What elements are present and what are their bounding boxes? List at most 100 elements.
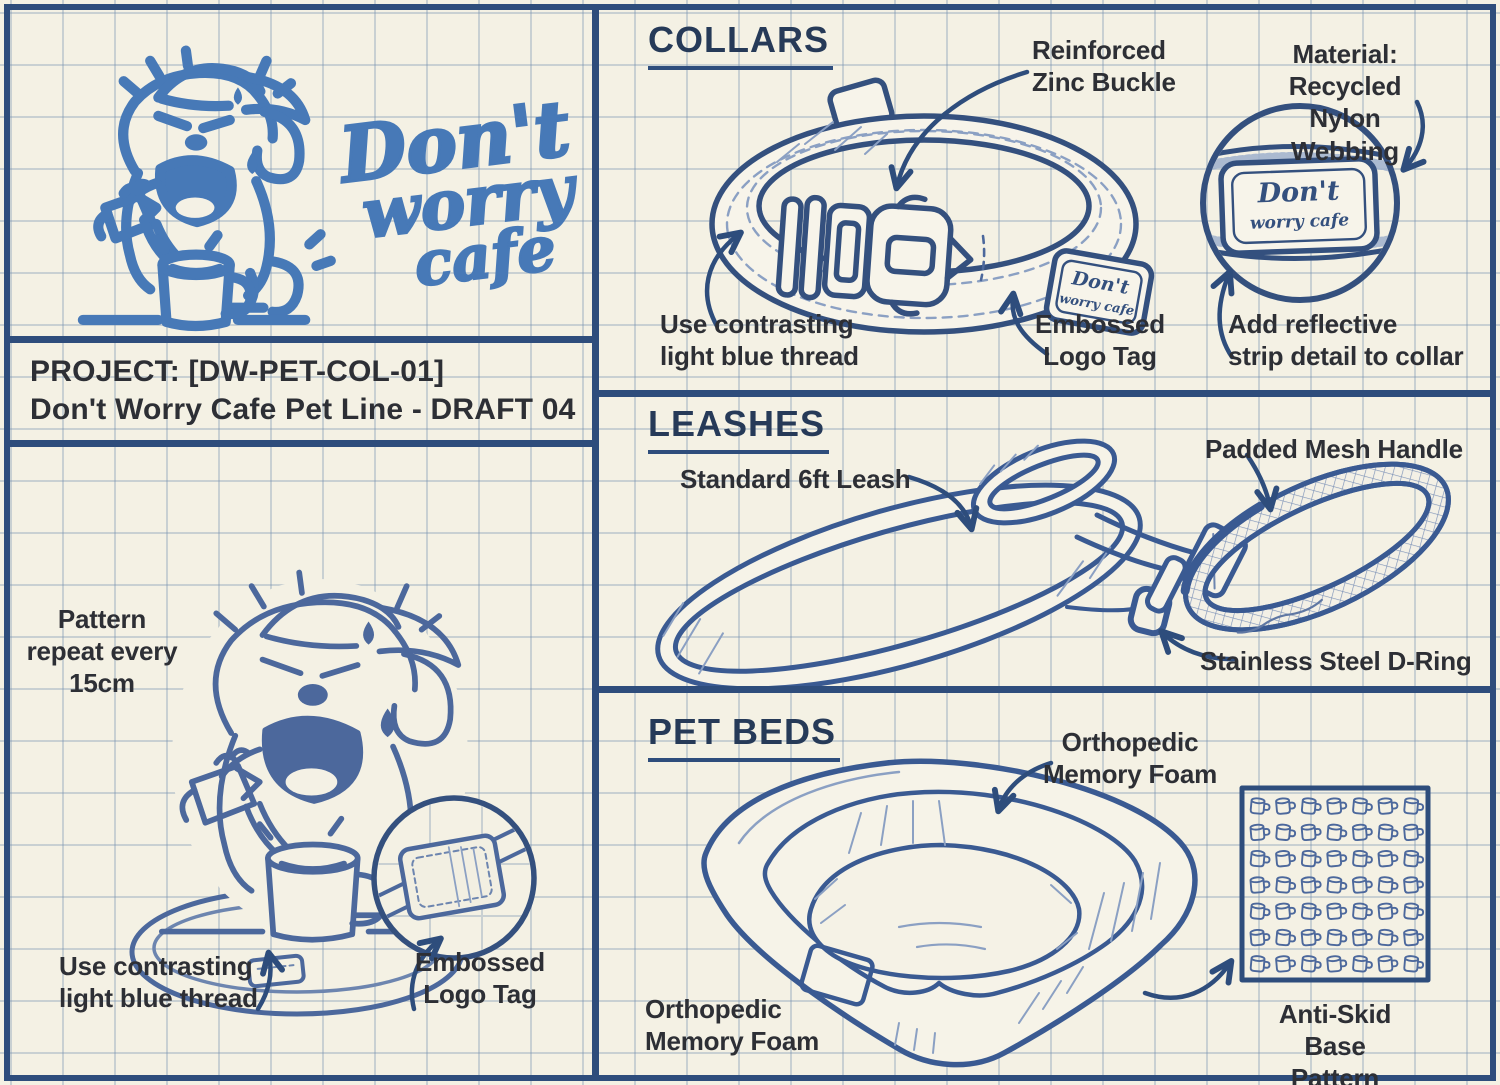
panel-logo: Don't worry cafe <box>10 10 592 336</box>
arrow-to-handle <box>1244 452 1280 513</box>
arrow-to-webbing <box>1400 99 1427 173</box>
coffee-mug-icon <box>1300 928 1322 947</box>
annotation-mesh-handle: Padded Mesh Handle <box>1205 434 1463 464</box>
coffee-mug-icon <box>1351 876 1373 894</box>
panel-project-info: PROJECT: [DW-PET-COL-01] Don't Worry Caf… <box>10 343 592 440</box>
leash-arrows <box>906 452 1280 662</box>
section-title-petbeds: PET BEDS <box>648 714 841 762</box>
coffee-mug-icon <box>1326 928 1348 947</box>
coffee-mug-icon <box>1275 797 1296 815</box>
band-shading <box>776 121 888 163</box>
coffee-mug-icon <box>1377 902 1399 920</box>
leash-loop <box>655 482 1143 686</box>
leash-fold <box>970 438 1118 526</box>
annotation-material: Material: Recycled Nylon Webbing <box>1288 39 1402 166</box>
arrow-to-d-ring <box>1158 628 1238 662</box>
panel-leashes: LEASHES Standard 6ft Leash Padded Mesh H… <box>599 397 1490 686</box>
coffee-mug-icon <box>1249 955 1271 973</box>
coffee-mug-icon <box>1326 823 1348 841</box>
logo-dog-illustration <box>83 51 331 326</box>
arrow-to-strap-tag <box>255 949 285 1012</box>
arrow-to-thread <box>704 229 744 329</box>
coffee-mug-icon <box>1352 797 1373 815</box>
coffee-mug-icon <box>1352 955 1373 973</box>
coffee-mug-icon <box>1403 955 1425 973</box>
coffee-mug-icon <box>1377 797 1399 815</box>
tag-detail-circle <box>371 795 537 961</box>
coffee-mug-icon <box>1352 902 1373 920</box>
pattern-sketch-illustration <box>129 447 537 1017</box>
leash-illustration <box>655 438 1451 686</box>
patch-zoom-word-1: Don't <box>1256 176 1340 210</box>
logo-illustration: Don't worry cafe <box>10 10 584 336</box>
collar-logo-patch: Don't worry cafe <box>1043 248 1155 336</box>
coffee-mug-icon <box>1326 797 1348 815</box>
coffee-mug-icon <box>1403 928 1424 947</box>
collar-buckle <box>775 194 974 317</box>
coffee-mug-icon <box>1351 823 1373 842</box>
coffee-mug-icon <box>1377 928 1399 947</box>
divider-logo-project <box>10 336 599 343</box>
annotation-foam-left: Orthopedic Memory Foam <box>645 994 820 1057</box>
patch-zoom-word-2: worry cafe <box>1250 210 1350 233</box>
arrow-to-leash <box>906 474 980 533</box>
coffee-mug-icon <box>1249 902 1271 920</box>
panel-petbeds: PET BEDS Orthopedic Memory Foam Orthoped… <box>599 693 1490 1085</box>
annotation-pattern-repeat: Pattern repeat every 15cm <box>26 604 178 699</box>
coffee-mug-icon <box>1403 876 1424 894</box>
panel-pattern-sketch: Pattern repeat every 15cm Use contrastin… <box>10 447 592 1075</box>
leash-strap-lower <box>1065 605 1135 613</box>
coffee-mug-icon <box>1377 876 1399 894</box>
annotation-zinc-buckle: Reinforced Zinc Buckle <box>1032 35 1176 98</box>
arrow-to-reflective-strip <box>1210 268 1235 360</box>
coffee-mug-icon <box>1326 876 1348 894</box>
coffee-mug-icon <box>1249 928 1271 947</box>
logo-word-3: cafe <box>410 213 559 301</box>
mug-pattern-grid <box>1249 797 1425 973</box>
coffee-mug-icon <box>1403 849 1425 868</box>
collar-patch-zoom: Don't worry cafe <box>1218 156 1380 256</box>
bed-cushion <box>807 842 1082 981</box>
coffee-mug-icon <box>1249 849 1271 868</box>
sketch-arrows <box>255 935 444 1012</box>
coffee-mug-icon <box>1300 797 1322 815</box>
coffee-mug-icon <box>1275 928 1297 947</box>
petbed-arrows <box>991 760 1235 1000</box>
embossed-tag-zoom <box>397 833 507 921</box>
arrow-to-antiskid <box>1142 958 1235 1000</box>
project-code-line: PROJECT: [DW-PET-COL-01] <box>30 355 445 388</box>
bed-label-tag <box>799 943 875 1007</box>
divider-collars-leashes <box>599 390 1490 397</box>
divider-leashes-petbeds <box>599 686 1490 693</box>
coffee-mug-icon <box>1326 902 1348 920</box>
column-divider <box>592 10 599 1075</box>
annotation-contrast-thread: Use contrasting light blue thread <box>660 309 859 372</box>
logo-script: Don't worry cafe <box>332 82 584 302</box>
leash-handle <box>1180 461 1451 634</box>
petbed-illustration <box>701 758 1431 1068</box>
annotation-reflective-strip: Add reflective strip detail to collar <box>1228 309 1464 372</box>
coffee-mug-icon <box>1403 797 1425 815</box>
annotation-contrast-thread: Use contrasting light blue thread <box>59 951 258 1014</box>
coffee-mug-icon <box>1300 823 1322 842</box>
coffee-mug-icon <box>1300 902 1322 920</box>
coffee-mug-icon <box>1300 876 1322 894</box>
collar-illustration: Don't worry cafe D <box>704 69 1427 360</box>
coffee-mug-icon <box>1326 850 1348 868</box>
annotation-embossed-tag: Embossed Logo Tag <box>415 947 545 1010</box>
project-title-line: Don't Worry Cafe Pet Line - DRAFT 04 <box>30 393 576 426</box>
coffee-mug-icon <box>1300 849 1322 868</box>
divider-project-sketch <box>10 440 599 447</box>
cushion-creases <box>897 921 987 951</box>
coffee-mug-icon <box>1275 955 1296 973</box>
annotation-standard-leash: Standard 6ft Leash <box>680 464 911 494</box>
coffee-mug-icon <box>1275 850 1296 868</box>
section-title-leashes: LEASHES <box>648 406 830 454</box>
coffee-mug-icon <box>1275 876 1297 894</box>
leash-keeper <box>1145 555 1188 614</box>
coffee-mug-icon <box>1377 850 1399 868</box>
arrow-to-buckle <box>888 69 1030 192</box>
collar-arrows <box>704 69 1427 360</box>
annotation-foam-top: Orthopedic Memory Foam <box>1042 727 1218 790</box>
